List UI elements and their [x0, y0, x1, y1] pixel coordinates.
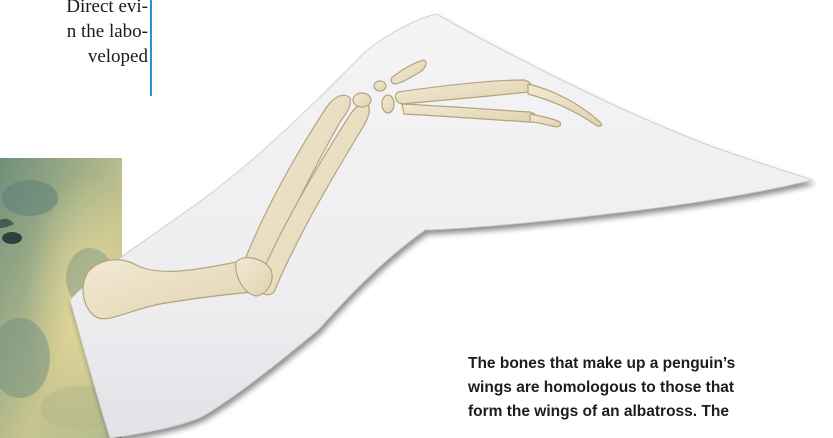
carpal-bone-2 — [374, 81, 386, 91]
caption-line-1: wings are homologous to those that — [468, 376, 808, 400]
carpal-bone-3 — [382, 95, 394, 113]
carpal-bone-1 — [353, 93, 371, 107]
caption-line-0: The bones that make up a penguin’s — [468, 352, 808, 376]
caption-line-2: form the wings of an albatross. The — [468, 400, 808, 424]
figure-caption: The bones that make up a penguin’s wings… — [468, 352, 808, 424]
